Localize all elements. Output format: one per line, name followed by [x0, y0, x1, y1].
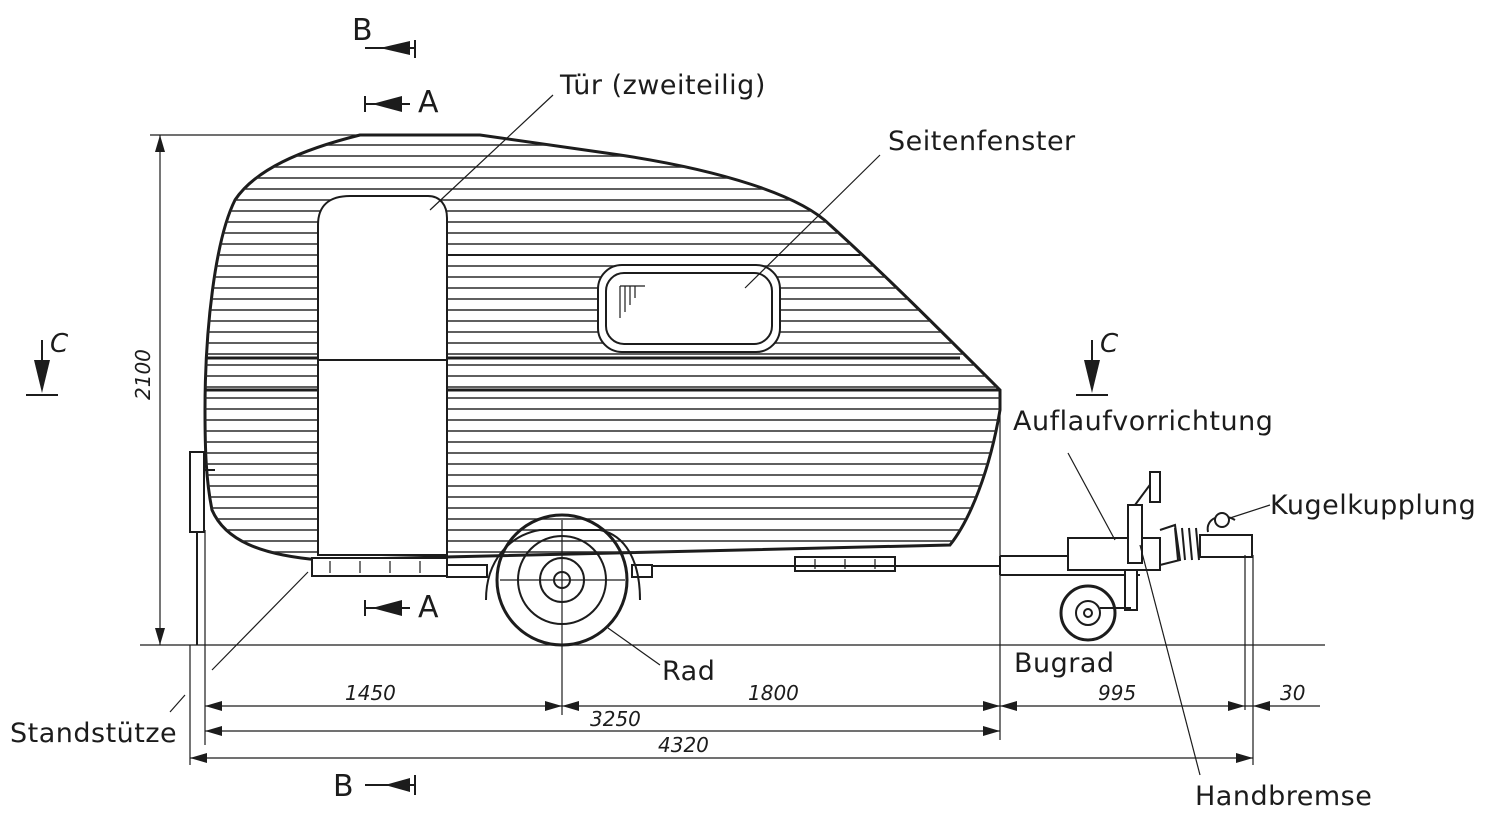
main-wheel — [485, 513, 641, 647]
dimension-lines — [150, 134, 1320, 765]
section-marker-b-bottom: B — [333, 769, 416, 804]
jockey-wheel-label: Bugrad — [1014, 648, 1115, 679]
body-length-dimension: 3250 — [590, 707, 641, 731]
drawbar-dimension: 995 — [1098, 681, 1136, 705]
section-c-label-right: C — [1100, 329, 1119, 359]
overall-length-dimension: 4320 — [658, 733, 709, 757]
section-a-label-bottom: A — [418, 590, 439, 625]
door-label: Tür (zweiteilig) — [559, 70, 766, 101]
wheel-label: Rad — [662, 656, 715, 687]
jockey-wheel — [1059, 569, 1138, 642]
section-b-label-bottom: B — [333, 769, 354, 804]
section-marker-a-top: A — [364, 85, 439, 120]
section-marker-a-bottom: A — [364, 590, 439, 625]
section-marker-c-right: C — [1076, 329, 1119, 396]
door — [317, 195, 448, 556]
chassis — [311, 556, 1000, 578]
section-c-label: C — [50, 329, 69, 359]
leader-lines — [169, 94, 1271, 776]
axle-to-front-dimension: 1800 — [748, 681, 799, 705]
section-marker-c-left: C — [26, 329, 69, 396]
ball-coupling-label: Kugelkupplung — [1270, 490, 1476, 521]
stand-label: Standstütze — [10, 718, 177, 749]
handbrake-label: Handbremse — [1195, 781, 1372, 812]
stand-support — [189, 451, 215, 645]
section-a-label: A — [418, 85, 439, 120]
section-marker-b-top: B — [352, 13, 416, 58]
coupling-offset-dimension: 30 — [1280, 681, 1305, 705]
side-window — [597, 264, 781, 353]
section-b-label: B — [352, 13, 373, 48]
rear-to-axle-dimension: 1450 — [345, 681, 396, 705]
height-dimension: 2100 — [131, 349, 155, 400]
side-window-label: Seitenfenster — [888, 126, 1076, 157]
ball-coupling — [1206, 512, 1236, 533]
overrun-device-label: Auflaufvorrichtung — [1013, 406, 1273, 437]
